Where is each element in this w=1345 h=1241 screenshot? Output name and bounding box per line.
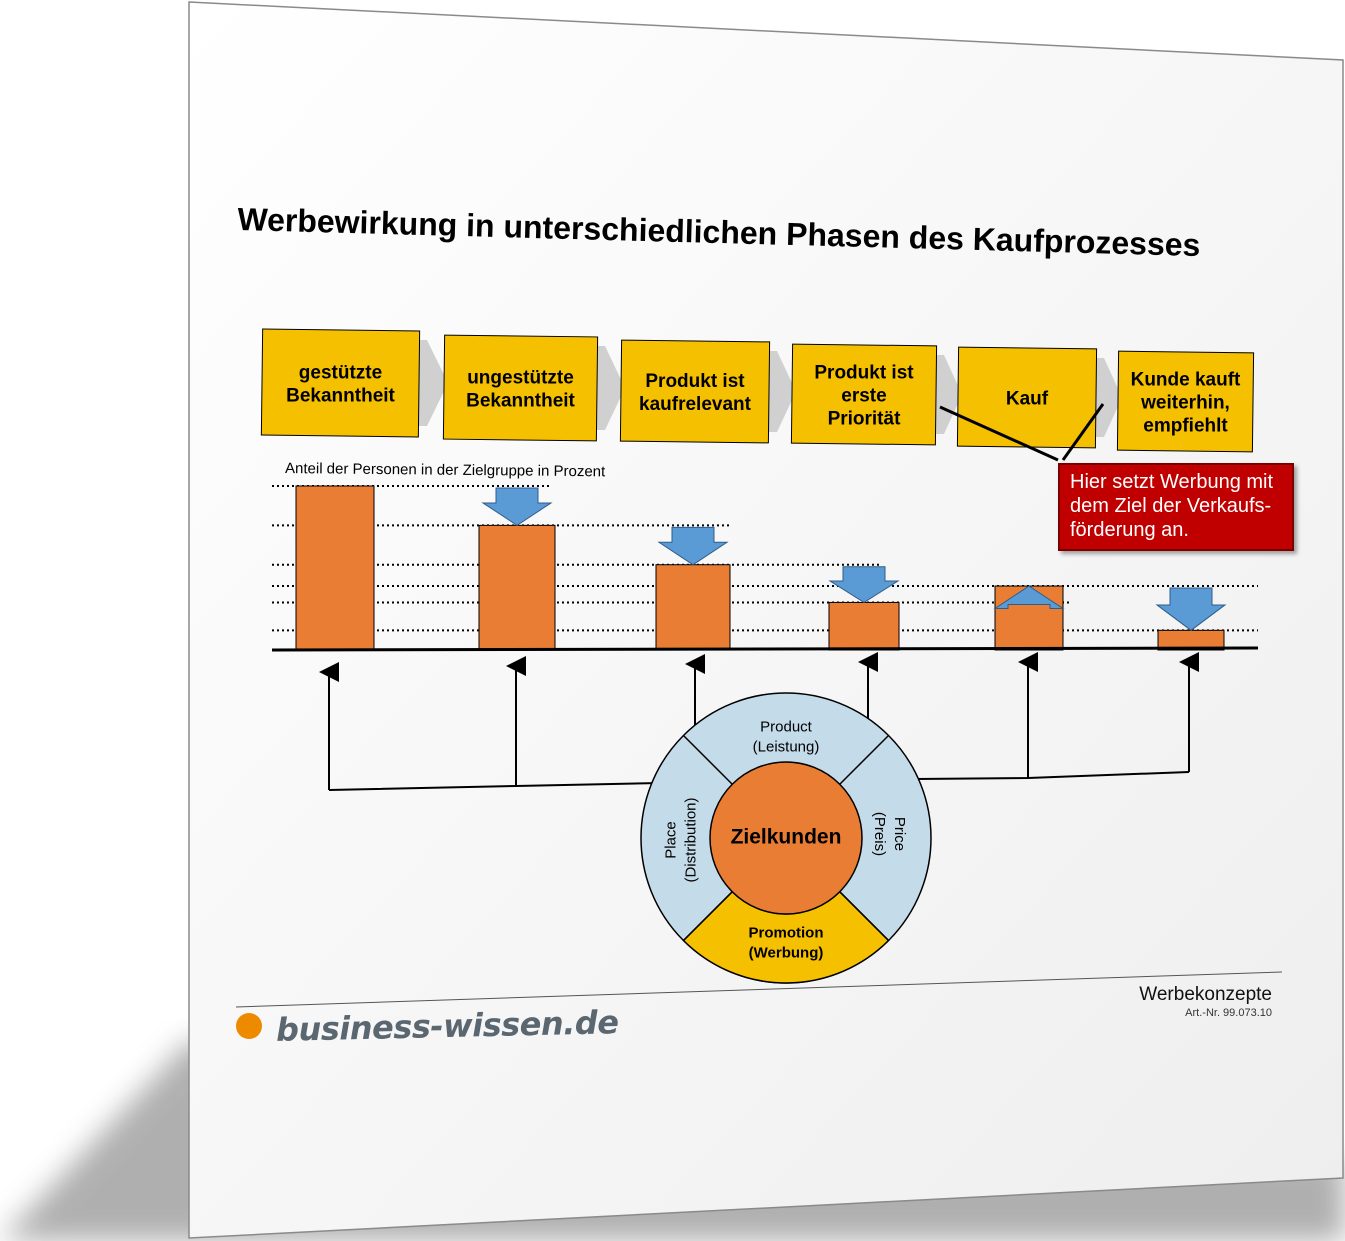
marketing-mix-wheel: Zielkunden Product (Leistung) Promotion (Wer… [640, 692, 932, 984]
mix-label-product: Product (Leistung) [753, 718, 820, 755]
step-chevron [767, 351, 796, 432]
step-chevron [934, 355, 962, 434]
mix-label-price: Price(Preis) [871, 812, 908, 856]
connector-arrows [319, 652, 1199, 791]
footer-article-number: Art.-Nr. 99.073.10 [1185, 1007, 1272, 1019]
step-box [442, 334, 599, 442]
svg-text:Place: Place [662, 821, 679, 859]
step-label: Produkt ist [814, 363, 914, 384]
svg-text:Price: Price [891, 817, 908, 851]
decline-arrow [657, 526, 729, 566]
process-steps: gestützteBekanntheitungestützteBekannthe… [260, 328, 1255, 453]
step-chevron [1094, 358, 1122, 437]
brand-dot-icon [236, 1013, 262, 1039]
mix-divider [682, 734, 733, 785]
mix-divider [682, 891, 733, 942]
bar [295, 485, 375, 651]
svg-text:(Preis): (Preis) [871, 812, 888, 856]
callout-pointer-right [1061, 403, 1105, 461]
step-label: Bekanntheit [286, 386, 395, 407]
x-axis-line [271, 646, 1259, 652]
svg-text:Promotion: Promotion [749, 924, 824, 941]
step-label: Priorität [828, 409, 902, 430]
step-chevron [595, 346, 625, 430]
brand-name: business-wissen.de [275, 1003, 619, 1049]
connector-line-right [914, 771, 1190, 780]
svg-text:(Distribution): (Distribution) [682, 797, 699, 882]
step-label: Kauf [1006, 389, 1049, 410]
svg-text:(Werbung): (Werbung) [749, 944, 824, 961]
bar [655, 564, 731, 651]
bar [828, 601, 900, 651]
connector-line-left [328, 782, 661, 791]
decline-arrow [828, 566, 900, 604]
step-label: Bekanntheit [466, 391, 575, 412]
mix-label-promotion: Promotion (Werbung) [749, 924, 824, 961]
decline-arrow [481, 487, 553, 526]
callout-pointer-left [939, 405, 1059, 462]
svg-text:Product: Product [760, 718, 813, 735]
mix-center [709, 761, 863, 915]
callout-pointer-lines [939, 403, 1105, 462]
brand-logo: business-wissen.de [236, 1003, 619, 1049]
step-label: weiterhin, [1140, 393, 1230, 414]
mix-divider [839, 891, 890, 942]
step-label: Produkt ist [645, 371, 745, 392]
step-chevron [417, 340, 448, 426]
y-axis-label: Anteil der Personen in der Zielgruppe in… [285, 460, 606, 480]
chart: Anteil der Personen in der Zielgruppe in… [271, 460, 1259, 652]
step-box [619, 339, 771, 444]
step-label: kaufrelevant [639, 394, 752, 415]
decline-arrow [993, 585, 1065, 609]
svg-text:Zielkunden: Zielkunden [731, 825, 842, 848]
mix-label-place: Place(Distribution) [662, 797, 699, 882]
step-box [1116, 350, 1255, 453]
step-box [260, 328, 421, 438]
decline-arrow [1155, 587, 1227, 631]
footer-category: Werbekonzepte [1139, 984, 1272, 1005]
step-label: empfiehlt [1143, 416, 1228, 437]
callout-box: Hier setzt Werbung mit dem Ziel der Verk… [1058, 463, 1294, 551]
step-label: Kunde kauft [1131, 370, 1241, 391]
bar [478, 524, 556, 651]
footer-divider [235, 971, 1283, 1008]
step-label: erste [841, 386, 886, 407]
step-label: ungestützte [467, 368, 574, 389]
mix-center-label: Zielkunden [731, 825, 842, 848]
step-label: gestützte [299, 363, 382, 384]
mix-divider [839, 734, 890, 785]
svg-text:(Leistung): (Leistung) [753, 738, 820, 755]
step-box [790, 343, 938, 446]
